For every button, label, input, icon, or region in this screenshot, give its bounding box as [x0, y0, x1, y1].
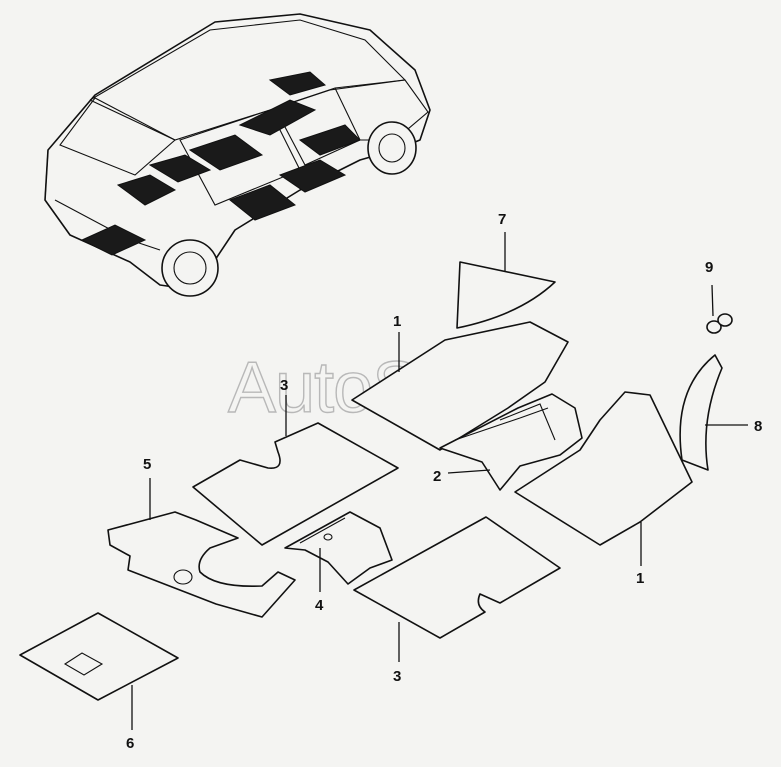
callout-2: 2 — [433, 468, 441, 485]
part-4-tunnel — [284, 511, 393, 585]
callout-9: 9 — [705, 259, 713, 276]
part-2-center-piece — [439, 393, 583, 491]
callout-1-right: 1 — [636, 570, 644, 587]
callout-3-top: 3 — [280, 377, 288, 394]
callout-5: 5 — [143, 456, 151, 473]
callout-1-top: 1 — [393, 313, 401, 330]
leader-lines — [131, 232, 748, 730]
callout-4: 4 — [315, 597, 324, 614]
part-9-clip — [706, 320, 722, 334]
car-illustration — [44, 13, 431, 297]
part-3-carpet-top — [192, 422, 399, 546]
part-3-carpet-bottom — [353, 516, 561, 639]
part-9-clip — [717, 313, 733, 327]
part-8-side-panel — [679, 354, 723, 471]
callout-8: 8 — [754, 418, 762, 435]
part-1-rear-carpet — [514, 391, 693, 546]
part-7-panel — [456, 261, 556, 329]
callout-7: 7 — [498, 211, 506, 228]
callout-6: 6 — [126, 735, 134, 752]
part-5-floor-carpet — [107, 511, 296, 618]
callout-3-bottom: 3 — [393, 668, 401, 685]
part-6-mat — [19, 612, 179, 701]
